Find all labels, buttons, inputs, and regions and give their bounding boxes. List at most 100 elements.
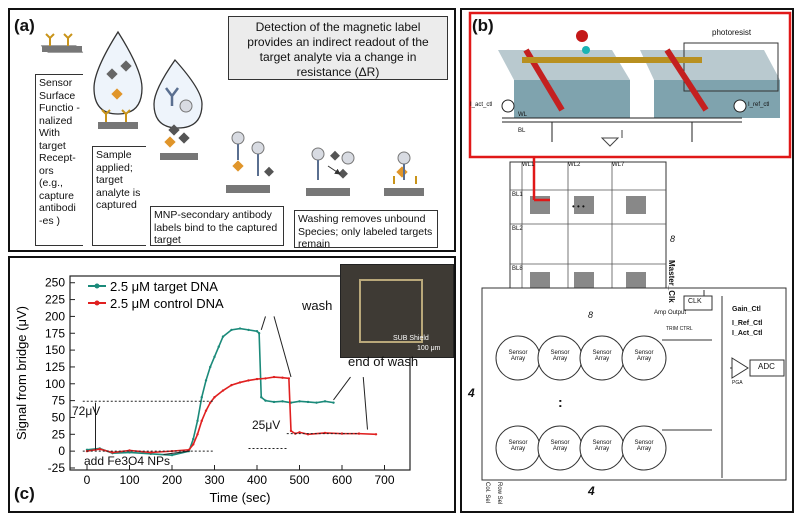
four-left-label: 4	[468, 386, 475, 400]
data-point	[306, 400, 310, 404]
pga-label: PGA	[732, 380, 743, 386]
col-sel-label: Col. Sel	[484, 482, 490, 504]
sensor-chip-6	[384, 151, 424, 196]
x-tick-label: 400	[247, 473, 267, 487]
data-point	[209, 365, 212, 369]
y-tick-label: -25	[48, 461, 66, 475]
photoresist-label: photoresist	[712, 28, 752, 37]
sensor-array-5: Sensor Array	[508, 440, 528, 452]
wash-arrow-2	[273, 316, 292, 378]
data-point	[192, 437, 195, 441]
y-tick-label: 75	[52, 394, 66, 408]
clk-block	[683, 295, 713, 311]
sensor-chip-2	[98, 109, 138, 129]
current-source-left	[501, 99, 515, 113]
series-line-1	[86, 327, 334, 456]
bl2-label: BL2	[512, 226, 523, 232]
i-ref-label: I_ref_ctl	[748, 102, 770, 108]
add-np-annotation: add Fe3O4 NPs	[84, 454, 171, 468]
data-point	[272, 375, 276, 379]
data-point	[221, 335, 225, 338]
data-point	[221, 389, 225, 392]
sensor-chip-3	[160, 124, 198, 160]
sensor-array-6: Sensor Array	[550, 440, 570, 452]
data-point	[204, 379, 208, 382]
horizontal-dots: • • •	[572, 202, 585, 211]
sensor-array-7: Sensor Array	[592, 440, 612, 452]
data-point	[111, 451, 114, 454]
data-point	[149, 451, 152, 454]
callout-wash: Washing removes unbound Species; only la…	[294, 210, 438, 250]
y-axis-label: Signal from bridge (μV)	[14, 306, 29, 440]
data-point	[281, 376, 284, 379]
panel-a: (a)	[8, 8, 456, 252]
sensor-chip-1	[40, 33, 84, 53]
panel-c-label: (c)	[14, 484, 35, 503]
callout-mnp: MNP-secondary antibody labels bind to th…	[150, 206, 284, 246]
panel-b: (b)	[460, 8, 794, 513]
data-point	[213, 396, 216, 399]
callout-sample: Sample applied; target analyte is captur…	[92, 146, 146, 246]
x-tick-label: 0	[84, 473, 91, 487]
data-point	[287, 377, 291, 380]
data-point	[128, 449, 131, 452]
data-point	[230, 328, 233, 332]
rows-label: 8	[670, 234, 676, 244]
droplet-2	[153, 58, 203, 129]
y-tick-label: 125	[45, 360, 65, 374]
wl1-label: WL1	[522, 162, 535, 168]
series-line-2	[86, 376, 377, 454]
bl-label: BL	[518, 128, 526, 134]
data-point	[255, 377, 259, 381]
data-point	[238, 327, 242, 330]
data-point	[298, 400, 301, 403]
y-tick-label: 0	[58, 444, 65, 458]
sensor-chip-4	[226, 131, 274, 193]
data-point	[281, 400, 284, 403]
adc-label: ADC	[758, 362, 775, 371]
inset-scale: 100 μm	[417, 345, 441, 352]
data-point	[209, 401, 212, 404]
v25-annotation: 25μV	[252, 418, 281, 432]
i-act-label: I_act_ctl	[470, 102, 493, 108]
droplet-1	[93, 30, 143, 115]
antibody-icon	[165, 87, 179, 106]
four-bottom-label: 4	[588, 484, 595, 498]
pga-amplifier	[731, 357, 749, 379]
x-tick-label: 300	[204, 473, 224, 487]
sensor-array-1: Sensor Array	[508, 350, 528, 362]
sensor-array-2: Sensor Array	[550, 350, 570, 362]
data-point	[187, 448, 191, 451]
end-wash-arrow-2	[362, 377, 368, 430]
legend-marker-2	[94, 300, 100, 306]
panel-a-illustration	[40, 30, 424, 196]
data-point	[217, 345, 220, 348]
i-act-ctl-label: I_Act_Ctl	[732, 330, 763, 337]
legend-label-2: 2.5 μM control DNA	[110, 296, 224, 311]
data-point	[332, 401, 335, 404]
detection-text-box: Detection of the magnetic label provides…	[228, 16, 448, 80]
callout-sensor: Sensor Surface Functio -nalized With tar…	[35, 74, 83, 246]
y-tick-label: 25	[52, 427, 66, 441]
panel-b-label: (b)	[472, 16, 494, 35]
v72-annotation: 72μV	[72, 404, 101, 418]
sensor-array-4: Sensor Array	[634, 350, 654, 362]
x-tick-label: 700	[374, 473, 394, 487]
y-tick-label: 225	[45, 293, 65, 307]
trim-ctrl-label: TRIM CTRL	[666, 326, 693, 332]
data-point	[257, 332, 261, 335]
x-tick-label: 100	[119, 473, 139, 487]
legend-marker-1	[94, 283, 100, 289]
cols-label: 8	[588, 310, 594, 320]
wl7-label: WL7	[612, 162, 625, 168]
amp-output-label: Amp Output	[654, 310, 687, 316]
data-point	[264, 377, 267, 380]
add-np-arrow	[163, 450, 190, 456]
bl1-label: BL1	[512, 192, 523, 198]
data-point	[315, 401, 318, 404]
data-point	[298, 431, 301, 434]
current-source-right	[733, 99, 747, 113]
data-point	[289, 429, 293, 433]
y-tick-label: 100	[45, 377, 65, 391]
